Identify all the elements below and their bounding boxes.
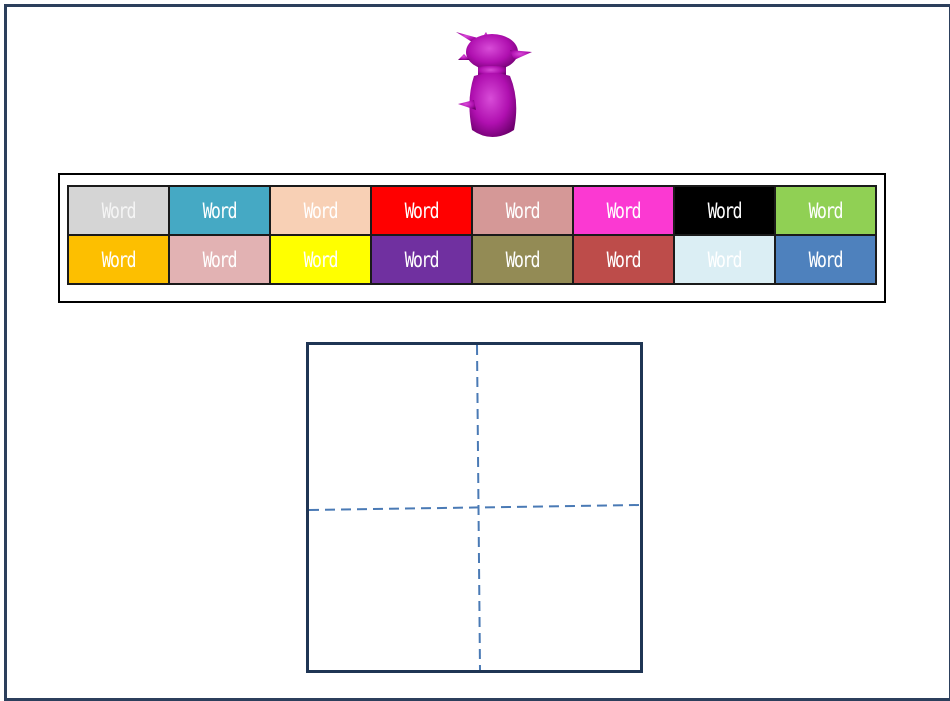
color-swatch-15[interactable]: Word bbox=[675, 236, 774, 283]
swatch-label: Word bbox=[405, 248, 438, 272]
color-swatch-9[interactable]: Word bbox=[69, 236, 168, 283]
swatch-label: Word bbox=[607, 248, 640, 272]
swatch-label: Word bbox=[809, 248, 842, 272]
swatch-label: Word bbox=[304, 248, 337, 272]
color-swatch-8[interactable]: Word bbox=[776, 187, 875, 234]
color-swatch-10[interactable]: Word bbox=[170, 236, 269, 283]
swatch-label: Word bbox=[809, 199, 842, 223]
swatch-label: Word bbox=[304, 199, 337, 223]
swatch-label: Word bbox=[506, 248, 539, 272]
swatch-label: Word bbox=[506, 199, 539, 223]
color-swatch-7[interactable]: Word bbox=[675, 187, 774, 234]
color-swatch-4[interactable]: Word bbox=[372, 187, 471, 234]
swatch-label: Word bbox=[607, 199, 640, 223]
swatch-label: Word bbox=[102, 199, 135, 223]
horizontal-guide-line bbox=[309, 505, 640, 510]
color-swatch-5[interactable]: Word bbox=[473, 187, 572, 234]
color-swatch-14[interactable]: Word bbox=[574, 236, 673, 283]
color-swatch-2[interactable]: Word bbox=[170, 187, 269, 234]
quadrant-guides bbox=[309, 345, 640, 670]
color-swatch-6[interactable]: Word bbox=[574, 187, 673, 234]
swatch-label: Word bbox=[102, 248, 135, 272]
swatch-label: Word bbox=[203, 199, 236, 223]
quadrant-square[interactable] bbox=[306, 342, 643, 673]
color-swatch-12[interactable]: Word bbox=[372, 236, 471, 283]
color-swatch-13[interactable]: Word bbox=[473, 236, 572, 283]
color-swatch-1[interactable]: Word bbox=[69, 187, 168, 234]
color-swatch-3[interactable]: Word bbox=[271, 187, 370, 234]
swatch-label: Word bbox=[203, 248, 236, 272]
purple-figure-icon[interactable] bbox=[452, 30, 534, 146]
swatch-label: Word bbox=[708, 199, 741, 223]
swatch-label: Word bbox=[708, 248, 741, 272]
color-swatch-16[interactable]: Word bbox=[776, 236, 875, 283]
color-swatch-11[interactable]: Word bbox=[271, 236, 370, 283]
swatch-label: Word bbox=[405, 199, 438, 223]
